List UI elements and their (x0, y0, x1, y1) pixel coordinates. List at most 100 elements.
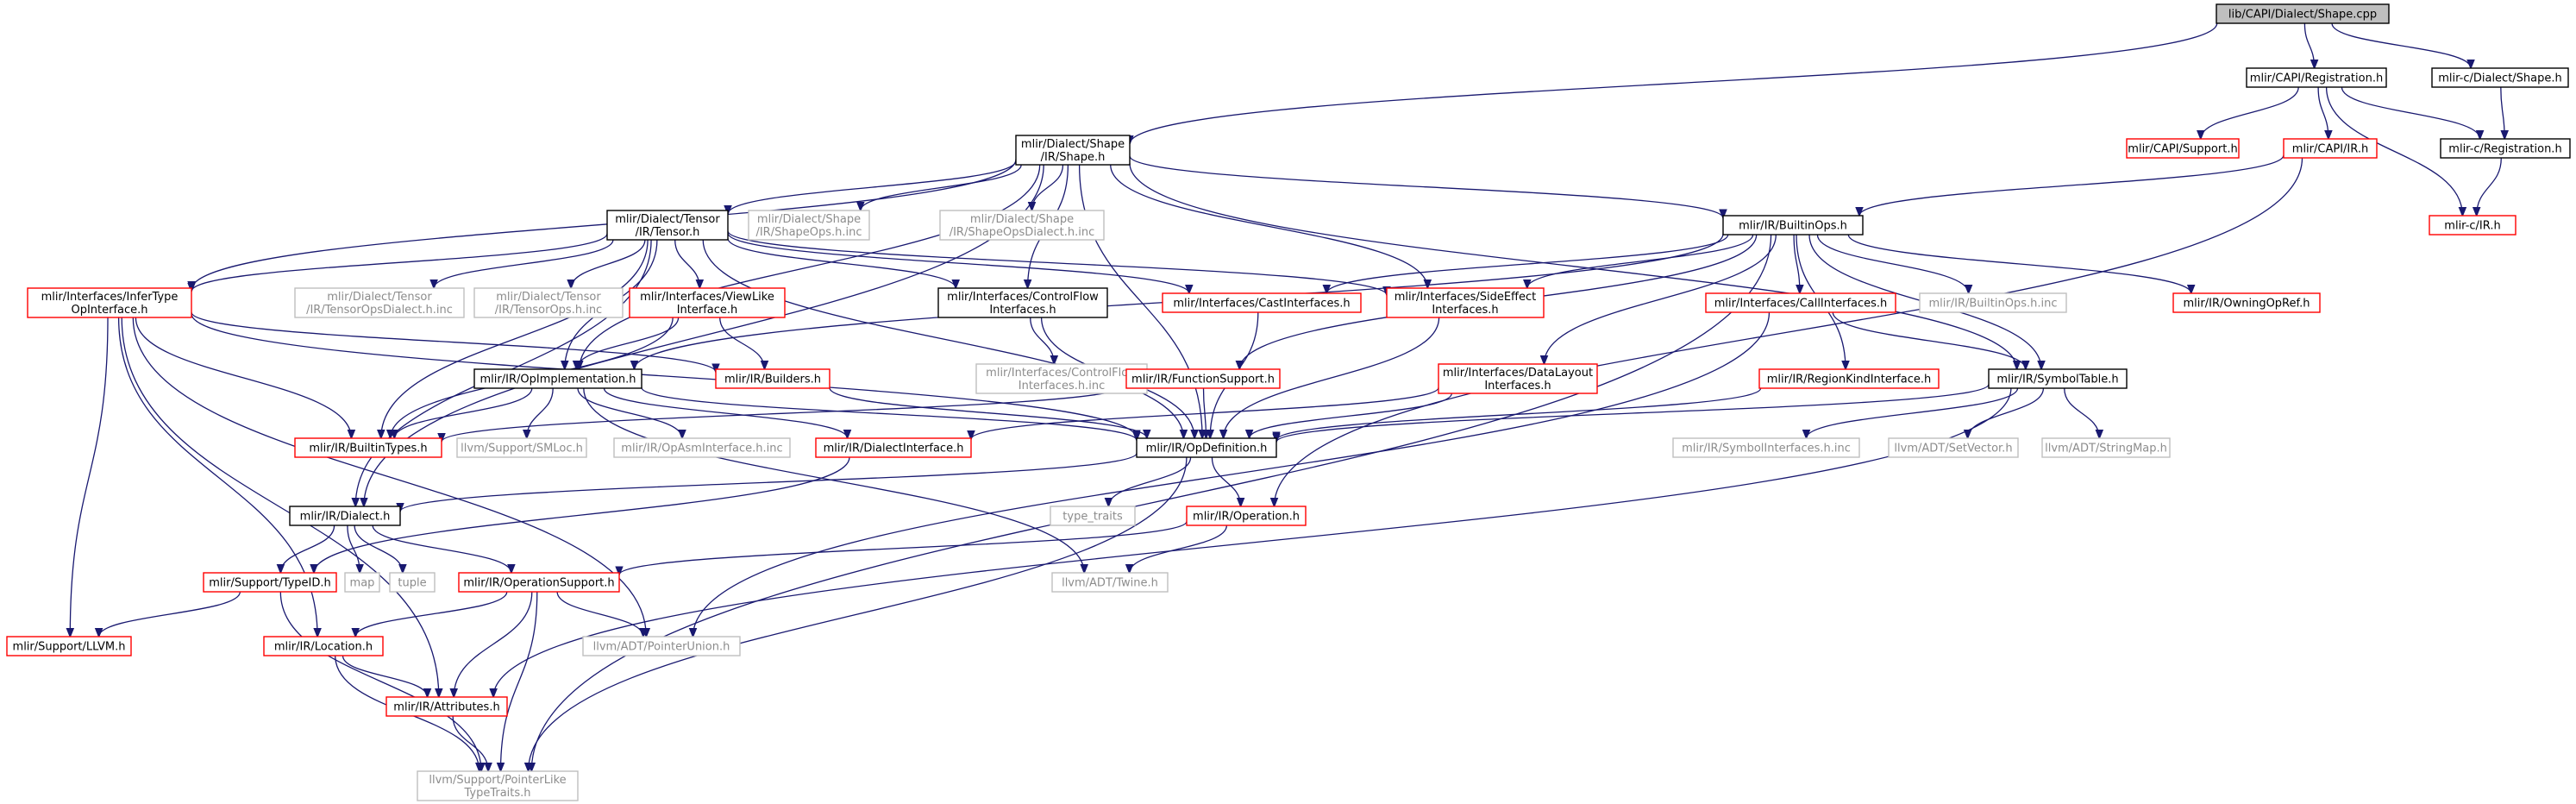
node-mlirc-registration[interactable]: mlir-c/Registration.h (2440, 138, 2571, 159)
node-label: mlir/Support/TypeID.h (209, 577, 330, 590)
edge-tensor-to-tensor_ops_dialect_inc (434, 239, 614, 288)
edge-view_like-to-op_implementation (577, 317, 680, 369)
edge-symbol_table-to-string_map (2064, 387, 2100, 438)
node-box (613, 437, 791, 458)
node-symbol-table[interactable]: mlir/IR/SymbolTable.h (1988, 368, 2128, 389)
node-shape-ops-dialect-inc: mlir/Dialect/Shape/IR/ShapeOpsDialect.h.… (939, 210, 1105, 241)
node-box (715, 368, 830, 389)
node-label: mlir/Interfaces/DataLayout (1443, 367, 1593, 380)
node-label: tuple (398, 577, 426, 590)
edge-operation_support-to-attributes (454, 591, 533, 697)
node-label: lib/CAPI/Dialect/Shape.cpp (2228, 9, 2377, 22)
node-operation[interactable]: mlir/IR/Operation.h (1186, 506, 1307, 526)
node-label: Interfaces.h (989, 304, 1056, 317)
node-capi-registration[interactable]: mlir/CAPI/Registration.h (2246, 67, 2387, 88)
node-label: mlir/Dialect/Tensor (327, 291, 432, 304)
node-label: /IR/TensorOpsDialect.h.inc (306, 304, 453, 317)
node-sm-loc: llvm/Support/SMLoc.h (456, 437, 587, 458)
node-function-support[interactable]: mlir/IR/FunctionSupport.h (1125, 368, 1281, 389)
node-op-implementation[interactable]: mlir/IR/OpImplementation.h (473, 368, 642, 389)
node-label: mlir/IR/Location.h (274, 641, 373, 654)
node-box (2172, 292, 2321, 313)
edge-shape_cpp-to-dialect_shape (1130, 22, 2218, 144)
node-cast-interfaces[interactable]: mlir/Interfaces/CastInterfaces.h (1162, 292, 1362, 313)
node-mlirc-ir[interactable]: mlir-c/IR.h (2429, 215, 2516, 236)
node-label: mlir/Interfaces/ViewLike (640, 291, 774, 304)
edge-op_definition-to-pointer_like (529, 456, 1188, 771)
node-type-traits: type_traits (1050, 506, 1136, 526)
node-label: mlir/IR/OpDefinition.h (1146, 443, 1268, 455)
edge-operation_support-to-pointer_union (556, 591, 643, 637)
edge-side_effect-to-op_definition (1224, 317, 1440, 438)
node-label: mlir/IR/OwningOpRef.h (2184, 298, 2310, 311)
node-operation-support[interactable]: mlir/IR/OperationSupport.h (458, 572, 620, 593)
edge-mlirc_registration-to-mlirc_ir (2477, 157, 2502, 216)
edge-op_definition-to-type_traits (1108, 456, 1192, 506)
edge-dialect_shape-to-side_effect (1110, 164, 1428, 288)
node-twine: llvm/ADT/Twine.h (1051, 572, 1169, 593)
node-control-flow-inc: mlir/Interfaces/ControlFlowInterfaces.h.… (975, 363, 1148, 394)
edge-builtin_ops-to-cast_interfaces (1326, 234, 1729, 293)
node-label: OpInterface.h (71, 304, 147, 317)
edge-data_layout-to-dialect_interface (971, 386, 1439, 439)
node-builtin-ops[interactable]: mlir/IR/BuiltinOps.h (1722, 215, 1864, 236)
node-dialect-interface[interactable]: mlir/IR/DialectInterface.h (815, 437, 972, 458)
node-box (1758, 368, 1940, 389)
node-attributes[interactable]: mlir/IR/Attributes.h (385, 696, 508, 717)
edge-symbol_table-to-symbol_interfaces_inc (1807, 387, 2019, 438)
node-box (937, 287, 1108, 318)
node-label: llvm/Support/PointerLike (429, 774, 566, 787)
node-mlirc-dialect-shape[interactable]: mlir-c/Dialect/Shape.h (2431, 67, 2569, 88)
edge-op_implementation-to-sm_loc (527, 387, 554, 438)
node-map: map (344, 572, 380, 593)
node-ir-dialect[interactable]: mlir/IR/Dialect.h (289, 506, 401, 526)
node-type-id[interactable]: mlir/Support/TypeID.h (203, 572, 337, 593)
node-tensor[interactable]: mlir/Dialect/Tensor/IR/Tensor.h (606, 210, 729, 241)
node-op-definition[interactable]: mlir/IR/OpDefinition.h (1136, 437, 1277, 458)
node-box (456, 437, 587, 458)
edge-call_interfaces-to-symbol_table (1832, 311, 2026, 369)
edge-attributes-to-pointer_like (452, 715, 488, 771)
node-location[interactable]: mlir/IR/Location.h (263, 636, 384, 656)
node-label: mlir/Interfaces/CastInterfaces.h (1173, 298, 1350, 311)
node-box (2041, 437, 2171, 458)
node-label: mlir/CAPI/IR.h (2292, 143, 2368, 156)
edge-dialect_shape-to-builtin_ops (1129, 155, 1723, 218)
node-region-kind[interactable]: mlir/IR/RegionKindInterface.h (1758, 368, 1940, 389)
node-box (289, 506, 401, 526)
edge-control_flow-to-control_flow_inc (1030, 317, 1055, 364)
node-dialect-shape[interactable]: mlir/Dialect/Shape/IR/Shape.h (1015, 135, 1131, 166)
node-label: mlir/Support/LLVM.h (13, 641, 126, 654)
node-label: llvm/ADT/SetVector.h (1894, 443, 2012, 455)
node-builtin-types[interactable]: mlir/IR/BuiltinTypes.h (294, 437, 442, 458)
node-box (473, 287, 624, 318)
node-builders[interactable]: mlir/IR/Builders.h (715, 368, 830, 389)
node-label: mlir/IR/DialectInterface.h (824, 443, 964, 455)
edge-view_like-to-builders (719, 317, 765, 369)
node-box (203, 572, 337, 593)
edge-builtin_ops-to-call_interfaces (1793, 234, 1800, 293)
edge-shape_cpp-to-mlirc_dialect_shape (2331, 22, 2471, 68)
node-owning-op-ref[interactable]: mlir/IR/OwningOpRef.h (2172, 292, 2321, 313)
edge-operation_support-to-pointer_like (501, 591, 538, 771)
node-label: mlir/Interfaces/ControlFlow (986, 367, 1138, 380)
node-capi-support[interactable]: mlir/CAPI/Support.h (2126, 138, 2240, 159)
edge-ir_dialect-to-map (347, 524, 360, 573)
edge-dialect_shape-to-shape_ops_inc (861, 164, 1022, 210)
node-label: /IR/ShapeOps.h.inc (755, 226, 862, 239)
node-support-llvm[interactable]: mlir/Support/LLVM.h (6, 636, 132, 656)
edge-dialect_interface-to-type_id (314, 456, 850, 573)
node-capi-ir[interactable]: mlir/CAPI/IR.h (2283, 138, 2378, 159)
edge-operation-to-operation_support (619, 520, 1188, 575)
edge-capi_ir-to-builtin_ops (1859, 154, 2285, 216)
edge-symbol_table-to-op_definition (1276, 383, 1990, 443)
node-call-interfaces[interactable]: mlir/Interfaces/CallInterfaces.h (1705, 292, 1896, 313)
node-box (1050, 506, 1136, 526)
